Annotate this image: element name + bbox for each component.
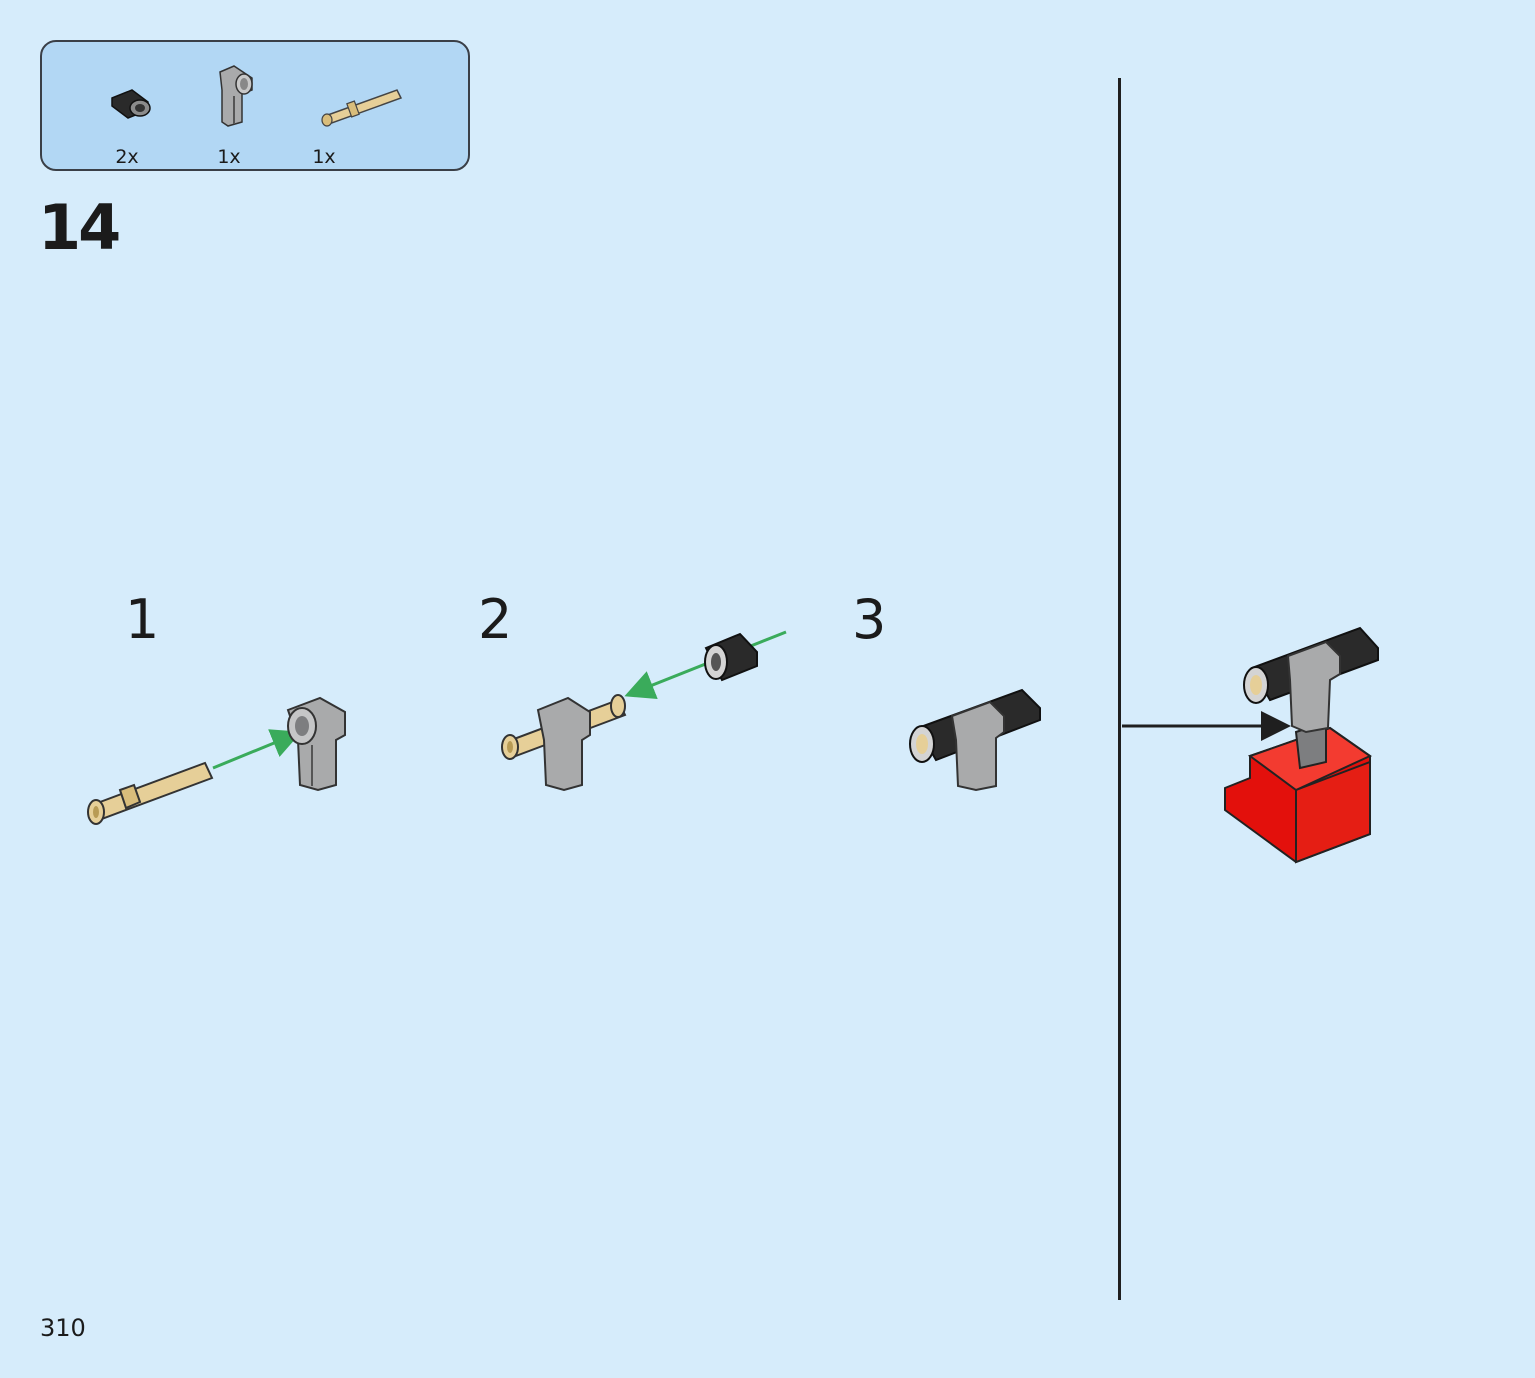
part-tan-pin: 1x bbox=[289, 60, 403, 170]
sub-step-number: 1 bbox=[125, 588, 160, 651]
result-assembly bbox=[1122, 626, 1379, 864]
part-gray-connector: 1x bbox=[184, 60, 274, 170]
tan-axle-pin bbox=[87, 761, 214, 825]
gray-axle-connector bbox=[286, 696, 346, 792]
gray-connector-icon bbox=[219, 65, 253, 127]
red-brick bbox=[1224, 726, 1373, 864]
parts-list-box: 2x 1x 1x bbox=[40, 40, 470, 171]
step-number: 14 bbox=[38, 191, 121, 264]
step-divider bbox=[1118, 78, 1121, 1300]
page-number: 310 bbox=[40, 1314, 86, 1342]
tan-axle-pin-icon bbox=[321, 89, 403, 127]
green-arrow bbox=[212, 729, 302, 770]
substep-1-assembly bbox=[87, 696, 346, 825]
part-qty: 1x bbox=[217, 146, 241, 168]
part-qty: 2x bbox=[115, 146, 139, 168]
sub-step-number: 2 bbox=[478, 588, 513, 651]
substep-3-assembly bbox=[909, 688, 1041, 792]
substep-2-assembly bbox=[501, 630, 787, 792]
black-bush bbox=[704, 632, 758, 682]
black-bush-icon bbox=[111, 89, 151, 119]
part-black-bush: 2x bbox=[82, 60, 172, 170]
sub-step-number: 3 bbox=[852, 588, 887, 651]
part-qty: 1x bbox=[312, 146, 336, 168]
